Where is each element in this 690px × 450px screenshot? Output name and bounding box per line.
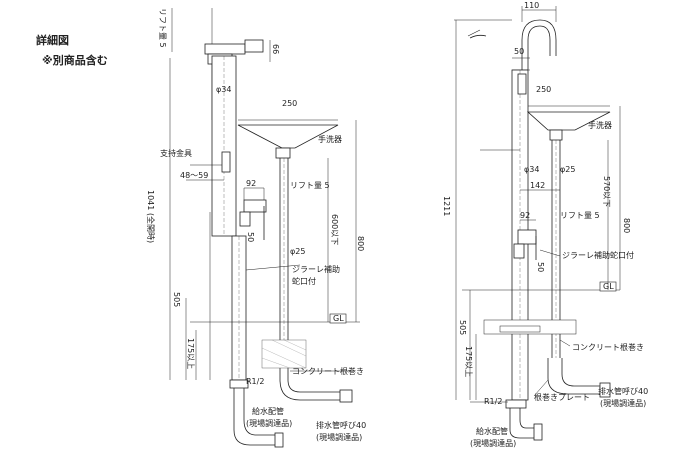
left-dim-66: 66 xyxy=(271,44,280,54)
left-dim-505: 505 xyxy=(172,292,181,307)
left-gl: GL xyxy=(333,314,344,323)
sink-bowl xyxy=(237,124,339,149)
right-concrete: コンクリート根巻き xyxy=(572,342,644,352)
left-sink-label: 手洗器 xyxy=(318,134,342,144)
left-jiraire-1: ジラーレ補助 xyxy=(292,264,340,274)
right-drain-note: (現場調達品) xyxy=(600,398,646,408)
left-dim-50: 50 xyxy=(246,232,255,242)
left-lift-label: リフト量 5 xyxy=(290,181,330,190)
left-phi25: φ25 xyxy=(290,247,305,256)
right-view xyxy=(454,6,621,441)
right-supply-note: (現場調達品) xyxy=(470,438,516,448)
left-r12: R1/2 xyxy=(246,377,264,386)
right-supply-pipe: 給水配管 xyxy=(476,426,508,436)
left-lift-vertical: リフト量 5 xyxy=(158,8,167,48)
left-support-label: 支持金具 xyxy=(160,148,192,158)
right-r12: R1/2 xyxy=(484,397,502,406)
left-total-label: 1041 (全開時) xyxy=(146,190,156,243)
drawing-note: ※別商品含む xyxy=(42,54,108,67)
right-min175: 175以上 xyxy=(464,346,473,377)
right-dim-1211: 1211 xyxy=(442,196,451,216)
left-view xyxy=(169,8,360,448)
right-sink-bowl xyxy=(526,111,611,131)
left-dim-800: 800 xyxy=(356,236,365,251)
right-jiraire: ジラーレ補助蛇口付 xyxy=(562,250,634,260)
left-jiraire-2: 蛇口付 xyxy=(292,276,316,286)
left-drain-note: (現場調達品) xyxy=(316,432,362,442)
right-lift-label: リフト量 5 xyxy=(560,211,600,220)
left-phi250: 250 xyxy=(282,99,297,108)
left-max600: 600以下 xyxy=(330,214,339,245)
right-dim-505: 505 xyxy=(458,320,467,335)
right-dim-142: 142 xyxy=(530,181,545,190)
right-plate: 根巻きプレート xyxy=(534,392,590,402)
right-phi250: 250 xyxy=(536,85,551,94)
right-dim-50: 50 xyxy=(536,262,545,272)
right-drain-pipe: 排水管呼び40 xyxy=(598,386,648,396)
left-drain-pipe: 排水管呼び40 xyxy=(316,420,366,430)
left-phi34: φ34 xyxy=(216,85,231,94)
left-concrete: コンクリート根巻き xyxy=(292,366,364,376)
right-phi25: φ25 xyxy=(560,165,575,174)
drawing-title: 詳細図 xyxy=(36,34,69,47)
right-dim-800: 800 xyxy=(622,218,631,233)
right-dim-110: 110 xyxy=(524,1,539,10)
left-dim-92: 92 xyxy=(246,179,256,188)
left-range-label: 48～59 xyxy=(180,171,208,180)
left-min175: 175以上 xyxy=(186,338,195,369)
right-phi34: φ34 xyxy=(524,165,539,174)
right-gl: GL xyxy=(603,282,614,291)
faucet-handle xyxy=(204,43,246,55)
right-max570: 570以下 xyxy=(602,176,611,207)
right-dim-92: 92 xyxy=(520,211,530,220)
left-supply-pipe: 給水配管 xyxy=(252,406,284,416)
right-dim-50-top: 50 xyxy=(514,47,524,56)
right-sink-label: 手洗器 xyxy=(588,120,612,130)
gooseneck-spout xyxy=(521,19,557,70)
left-supply-note: (現場調達品) xyxy=(246,418,292,428)
